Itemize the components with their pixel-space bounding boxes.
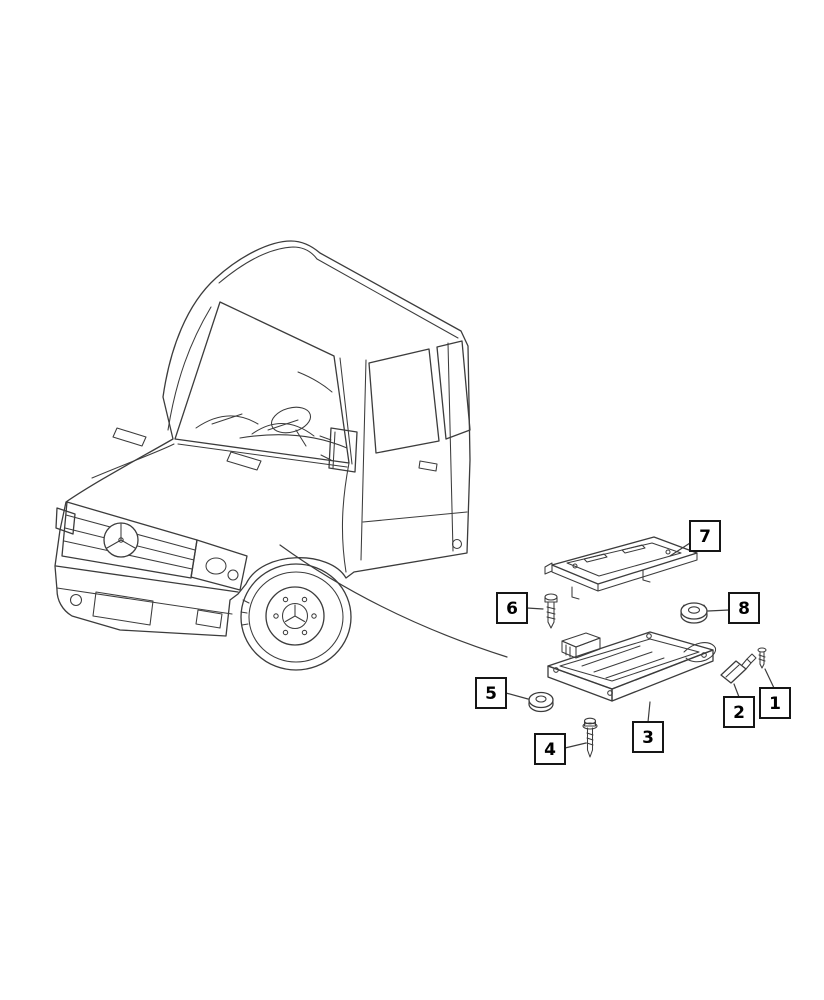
part-1-pin-screw <box>757 647 767 669</box>
callout-5-leader <box>505 692 529 700</box>
part-8-nut-grommet <box>680 602 708 624</box>
callout-3-label: 3 <box>642 728 654 748</box>
callout-1-leader <box>764 668 775 689</box>
wheel-star-hubcap <box>284 604 306 623</box>
callout-4[interactable]: 4 <box>534 733 587 765</box>
callout-5[interactable]: 5 <box>475 677 529 709</box>
part-4-rivet <box>582 717 598 758</box>
callout-6-box[interactable] <box>496 592 528 624</box>
callouts: 7 6 8 5 3 4 2 <box>475 520 791 765</box>
van-front-wheel <box>240 563 352 671</box>
part-3-module-tray <box>547 631 717 702</box>
callout-1[interactable]: 1 <box>759 668 791 719</box>
callout-6-leader <box>526 607 544 610</box>
callout-5-label: 5 <box>485 684 497 704</box>
callout-8-leader <box>707 609 730 612</box>
part-5-grommet <box>528 691 554 713</box>
van-roof-lines <box>218 246 459 339</box>
callout-7-label: 7 <box>699 527 711 547</box>
van-side <box>319 340 471 573</box>
callout-3-leader <box>647 701 651 723</box>
callout-2[interactable]: 2 <box>723 683 755 728</box>
callout-2-label: 2 <box>733 703 745 723</box>
vehicle-to-parts-leader-line <box>279 544 508 658</box>
van-body-outline <box>54 240 471 637</box>
exploded-parts <box>528 536 767 758</box>
callout-7-box[interactable] <box>689 520 721 552</box>
part-6-screw <box>544 593 558 629</box>
callout-4-label: 4 <box>544 740 556 760</box>
callout-5-box[interactable] <box>475 677 507 709</box>
callout-3-box[interactable] <box>632 721 664 753</box>
part-2-plug-clip <box>720 653 757 684</box>
callout-4-box[interactable] <box>534 733 566 765</box>
callout-1-label: 1 <box>769 694 781 714</box>
callout-6-label: 6 <box>506 599 518 619</box>
callout-7-leader <box>669 542 691 557</box>
callout-7[interactable]: 7 <box>669 520 721 557</box>
callout-1-box[interactable] <box>759 687 791 719</box>
part-7-cover-bracket <box>544 536 698 600</box>
callout-8[interactable]: 8 <box>707 592 760 624</box>
callout-2-leader <box>733 683 740 698</box>
van-bumper <box>55 565 239 629</box>
callout-8-label: 8 <box>738 599 750 619</box>
van-door-handle <box>418 460 438 472</box>
callout-3[interactable]: 3 <box>632 701 664 753</box>
callout-4-leader <box>564 742 587 749</box>
van-hood <box>91 427 262 479</box>
callout-2-box[interactable] <box>723 696 755 728</box>
callout-6[interactable]: 6 <box>496 592 544 624</box>
van-headlights <box>55 507 248 591</box>
van-illustration <box>54 240 471 671</box>
callout-8-box[interactable] <box>728 592 760 624</box>
van-grille <box>61 501 198 579</box>
van-windshield <box>167 301 350 468</box>
